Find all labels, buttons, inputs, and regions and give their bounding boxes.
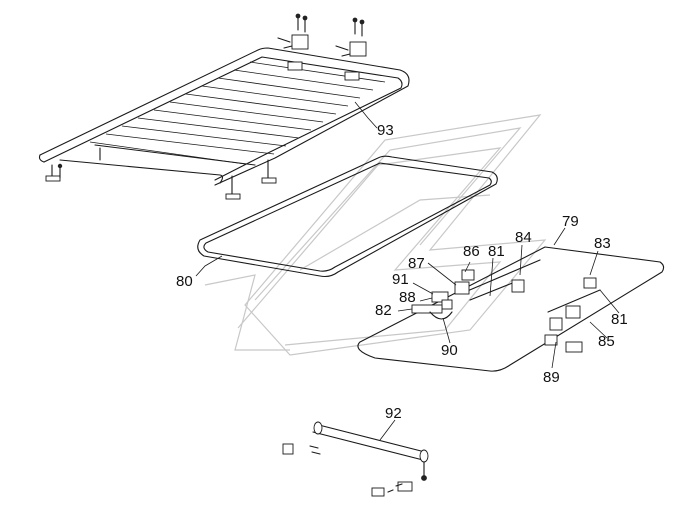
- label-83: 83: [594, 235, 611, 252]
- label-86: 86: [463, 243, 480, 260]
- hinge-hardware: [411, 259, 601, 353]
- part-labels: 93 80 79 83 84 86 81 87 91 88 82 90 81 8…: [176, 122, 628, 422]
- label-93: 93: [377, 122, 394, 139]
- label-88: 88: [399, 289, 416, 306]
- label-85: 85: [598, 333, 615, 350]
- label-81-lower: 81: [611, 311, 628, 328]
- hatch-seal: [197, 155, 498, 278]
- label-80: 80: [176, 273, 193, 290]
- watermark-emblem: [204, 114, 547, 356]
- label-92: 92: [385, 405, 402, 422]
- hatch-panel: [357, 246, 665, 372]
- label-79: 79: [562, 213, 579, 230]
- label-82: 82: [375, 302, 392, 319]
- label-89: 89: [543, 369, 560, 386]
- label-81-upper: 81: [488, 243, 505, 260]
- roof-rack-frame: [38, 13, 410, 200]
- label-90: 90: [441, 342, 458, 359]
- leader-lines: [195, 101, 620, 441]
- label-84: 84: [515, 229, 532, 246]
- label-87: 87: [408, 255, 425, 272]
- label-91: 91: [392, 271, 409, 288]
- gas-strut: [282, 421, 429, 497]
